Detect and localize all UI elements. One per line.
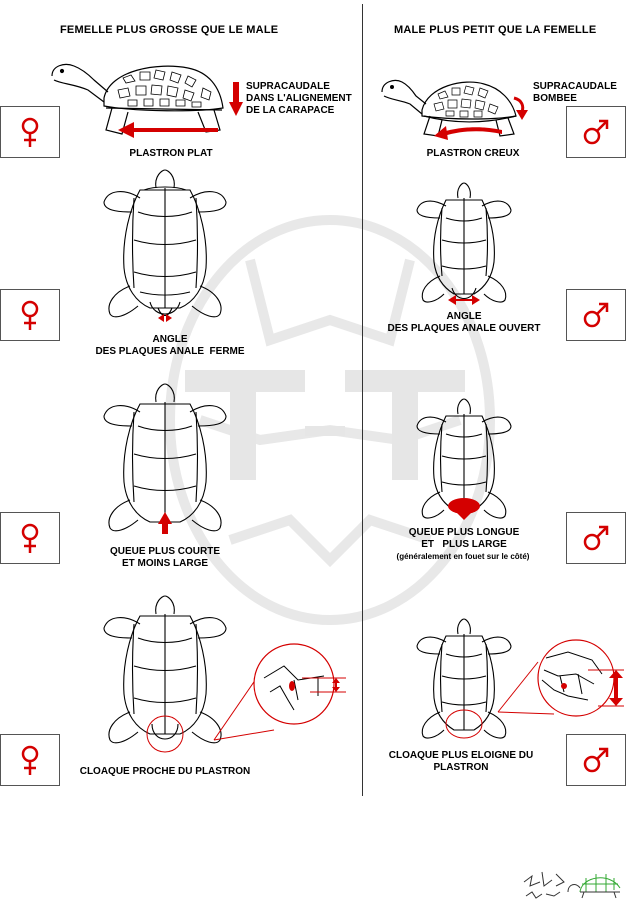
male-plastron-label: PLASTRON CREUX (426, 148, 520, 159)
male-queue-label: QUEUE PLUS LONGUE ET PLUS LARGE (384, 527, 544, 551)
signature-logo-icon (523, 871, 621, 899)
male-supracaudale-arrow-icon (513, 96, 528, 120)
male-plastron-tail-icon (416, 398, 512, 520)
male-cloaque-label: CLOAQUE PLUS ELOIGNE DU PLASTRON (376, 750, 546, 774)
male-symbol-box-2 (566, 289, 626, 341)
female-symbol-icon (21, 300, 39, 330)
female-angle-text: ANGLE DES PLAQUES ANALE FERME (95, 334, 245, 357)
female-supracaudale-label: SUPRACAUDALE DANS L'ALIGNEMENT DE LA CAR… (246, 81, 352, 117)
female-symbol-box-3 (0, 512, 60, 564)
male-supracaudale-label: SUPRACAUDALE BOMBEE (533, 81, 617, 105)
male-symbol-icon (583, 747, 609, 773)
male-plastron-icon (416, 182, 512, 305)
male-angle-text: ANGLE DES PLAQUES ANALE OUVERT (387, 311, 541, 334)
male-turtle-side-icon (381, 79, 517, 140)
female-symbol-box-4 (0, 734, 60, 786)
male-supracaudale-text: SUPRACAUDALE BOMBEE (533, 81, 617, 104)
female-supracaudale-arrow-icon (229, 82, 243, 116)
female-plastron-label: PLASTRON PLAT (129, 148, 213, 159)
female-queue-text: QUEUE PLUS COURTE ET MOINS LARGE (109, 546, 220, 569)
female-angle-label: ANGLE DES PLAQUES ANALE FERME (80, 334, 260, 358)
female-symbol-box-1 (0, 106, 60, 158)
male-symbol-box-1 (566, 106, 626, 158)
female-plastron-icon (103, 169, 227, 322)
male-magnifier-icon (497, 639, 624, 717)
center-divider (362, 4, 363, 796)
male-symbol-box-4 (566, 734, 626, 786)
male-header: MALE PLUS PETIT QUE LA FEMELLE (394, 24, 597, 36)
female-cloaque-label: CLOAQUE PROCHE DU PLASTRON (79, 766, 251, 777)
male-symbol-icon (583, 119, 609, 145)
female-magnifier-icon (213, 643, 346, 741)
male-symbol-icon (583, 525, 609, 551)
male-queue-note: (généralement en fouet sur le côté) (396, 552, 530, 561)
female-header: FEMELLE PLUS GROSSE QUE LE MALE (60, 24, 279, 36)
male-plastron-cloaca-icon (416, 618, 512, 739)
female-plastron-tail-icon (103, 383, 227, 534)
female-queue-label: QUEUE PLUS COURTE ET MOINS LARGE (100, 546, 230, 570)
male-symbol-box-3 (566, 512, 626, 564)
female-symbol-icon (21, 117, 39, 147)
male-angle-label: ANGLE DES PLAQUES ANALE OUVERT (374, 311, 554, 335)
female-turtle-side-icon (51, 63, 224, 138)
female-plastron-cloaca-icon (103, 595, 227, 753)
female-symbol-icon (21, 523, 39, 553)
female-symbol-box-2 (0, 289, 60, 341)
female-supracaudale-text: SUPRACAUDALE DANS L'ALIGNEMENT DE LA CAR… (246, 81, 352, 116)
male-cloaque-text: CLOAQUE PLUS ELOIGNE DU PLASTRON (388, 750, 534, 773)
female-symbol-icon (21, 745, 39, 775)
male-symbol-icon (583, 302, 609, 328)
male-queue-text: QUEUE PLUS LONGUE ET PLUS LARGE (408, 527, 520, 550)
